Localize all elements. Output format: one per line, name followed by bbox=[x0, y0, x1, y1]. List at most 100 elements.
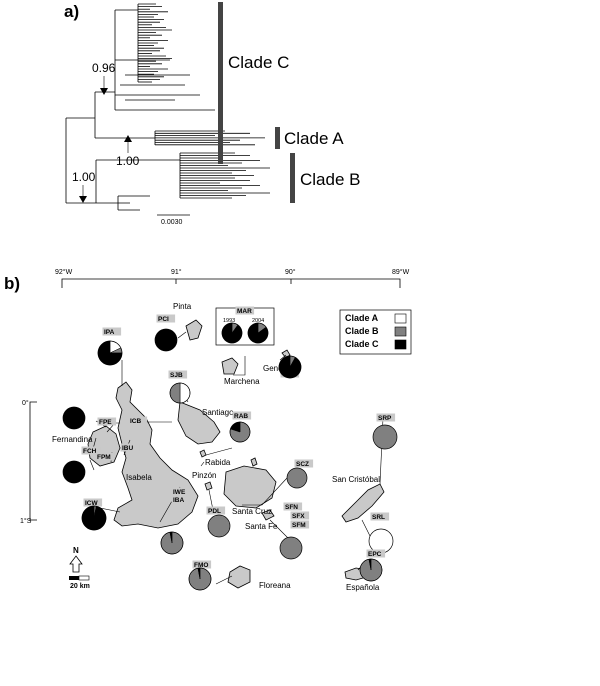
pie-ipa bbox=[97, 340, 123, 366]
site-label-srl: SRL bbox=[372, 514, 385, 521]
island-floreana bbox=[227, 565, 251, 589]
support-value-root: 1.00 bbox=[72, 170, 96, 184]
island-name-fernandina: Fernandina bbox=[52, 435, 93, 444]
island-pinzon bbox=[204, 481, 213, 491]
legend-swatch-clade-b bbox=[394, 326, 407, 337]
pie-pci-slice bbox=[154, 328, 178, 352]
pie-fpe-slice bbox=[62, 406, 86, 430]
pie-sfm-slice bbox=[279, 536, 303, 560]
site-label-ipa: IPA bbox=[104, 329, 115, 336]
islands bbox=[87, 319, 385, 589]
island-name-santiago: Santiago bbox=[202, 408, 234, 417]
north-arrow: N bbox=[69, 546, 83, 573]
pie-sjb-slice bbox=[179, 382, 191, 404]
site-label-sfx: SFX bbox=[292, 513, 305, 520]
pie-fch bbox=[62, 460, 86, 484]
island-name-isabela: Isabela bbox=[126, 473, 152, 482]
pie-rab bbox=[229, 421, 251, 443]
north-arrow-icon bbox=[69, 555, 83, 573]
pie-srp-slice bbox=[372, 424, 398, 450]
pie-scz-slice bbox=[286, 467, 308, 489]
panel-label-a: a) bbox=[64, 2, 79, 21]
pie-pdl bbox=[207, 514, 231, 538]
clade-a-leaves bbox=[155, 130, 265, 146]
pie-pdl-slice bbox=[207, 514, 231, 538]
site-label-sjb: SJB bbox=[170, 372, 183, 379]
site-label-icb: ICB bbox=[130, 418, 142, 425]
pie-fmo bbox=[188, 567, 212, 591]
island-name-espanola: Española bbox=[346, 583, 380, 592]
clade-b-label: Clade B bbox=[300, 170, 360, 189]
legend-label-clade-c: Clade C bbox=[345, 339, 379, 349]
island-santa-cruz bbox=[223, 465, 277, 509]
lon-label-89: 89°W bbox=[392, 268, 410, 276]
clade-c-bar bbox=[218, 2, 223, 164]
site-label-pci: PCI bbox=[158, 316, 169, 323]
clade-b-bar bbox=[290, 153, 295, 203]
lat-label-0: 0° bbox=[22, 399, 29, 407]
support-value-ac: 1.00 bbox=[116, 154, 140, 168]
pie-fch-slice bbox=[62, 460, 86, 484]
site-label-fmo: FMO bbox=[194, 562, 208, 569]
legend-swatch-clade-c bbox=[394, 339, 407, 350]
pie-sjb bbox=[169, 382, 191, 404]
site-label-pdl: PDL bbox=[208, 508, 221, 515]
site-label-ibu: IBU bbox=[122, 445, 134, 452]
legend-swatch-clade-a bbox=[394, 313, 407, 324]
lat-label-1s: 1°S bbox=[20, 517, 32, 525]
island-baltra bbox=[250, 457, 258, 467]
lon-label-90: 90° bbox=[285, 268, 296, 276]
pie-mar-1993 bbox=[221, 322, 243, 344]
phylogenetic-tree bbox=[65, 3, 270, 211]
support-value-clade-c: 0.96 bbox=[92, 61, 116, 75]
tree-scale-label: 0.0030 bbox=[161, 219, 183, 226]
legend-label-clade-b: Clade B bbox=[345, 326, 379, 336]
pie-srp bbox=[372, 424, 398, 450]
site-label-fch: FCH bbox=[83, 448, 97, 455]
site-label-epc: EPC bbox=[368, 551, 382, 558]
island-santiago bbox=[177, 401, 221, 445]
mar-year-label: 1993 bbox=[223, 318, 235, 324]
pie-mar-2004 bbox=[247, 322, 269, 344]
site-label-iba: IBA bbox=[173, 497, 185, 504]
island-rabida bbox=[199, 449, 207, 458]
island-pinta bbox=[185, 319, 203, 341]
island-san-cristobal bbox=[341, 483, 385, 523]
panel-label-b: b) bbox=[4, 274, 20, 293]
island-name-santa-cruz: Santa Cruz bbox=[232, 507, 272, 516]
clade-a-bar bbox=[275, 127, 280, 149]
island-santa-fe bbox=[261, 509, 275, 521]
pie-sfm bbox=[279, 536, 303, 560]
site-label-mar: MAR bbox=[237, 308, 252, 315]
clade-a-label: Clade A bbox=[284, 129, 344, 148]
site-label-rab: RAB bbox=[234, 413, 248, 420]
site-label-sfn: SFN bbox=[285, 504, 298, 511]
site-label-sfm: SFM bbox=[292, 522, 306, 529]
pie-epc bbox=[359, 558, 383, 582]
island-name-pinta: Pinta bbox=[173, 302, 192, 311]
island-name-rabida: Rabida bbox=[205, 458, 231, 467]
north-label: N bbox=[73, 546, 79, 555]
pie-scz bbox=[286, 467, 308, 489]
site-label-srp: SRP bbox=[378, 415, 392, 422]
lon-label-91: 91° bbox=[171, 268, 182, 276]
site-label-scz: SCZ bbox=[296, 461, 309, 468]
mar-year-label: 2004 bbox=[252, 318, 264, 324]
site-label-fpm: FPM bbox=[97, 454, 111, 461]
island-name-pinzon: Pinzón bbox=[192, 471, 216, 480]
map-scale-label: 20 km bbox=[70, 583, 90, 590]
island-name-floreana: Floreana bbox=[259, 581, 291, 590]
pie-pci bbox=[154, 328, 178, 352]
longitude-axis: 92°W 91° 90° 89°W bbox=[55, 268, 410, 288]
legend: Clade A Clade B Clade C bbox=[339, 309, 412, 355]
clade-b-leaves bbox=[180, 152, 270, 199]
island-name-santa-fe: Santa Fe bbox=[245, 522, 278, 531]
pie-fpe bbox=[62, 406, 86, 430]
pie-iba bbox=[160, 531, 184, 555]
site-label-fpe: FPE bbox=[99, 419, 112, 426]
island-marchena bbox=[221, 357, 239, 375]
latitude-axis: 0° 1°S bbox=[20, 399, 37, 525]
site-label-iwe: IWE bbox=[173, 489, 186, 496]
island-name-marchena: Marchena bbox=[224, 377, 260, 386]
